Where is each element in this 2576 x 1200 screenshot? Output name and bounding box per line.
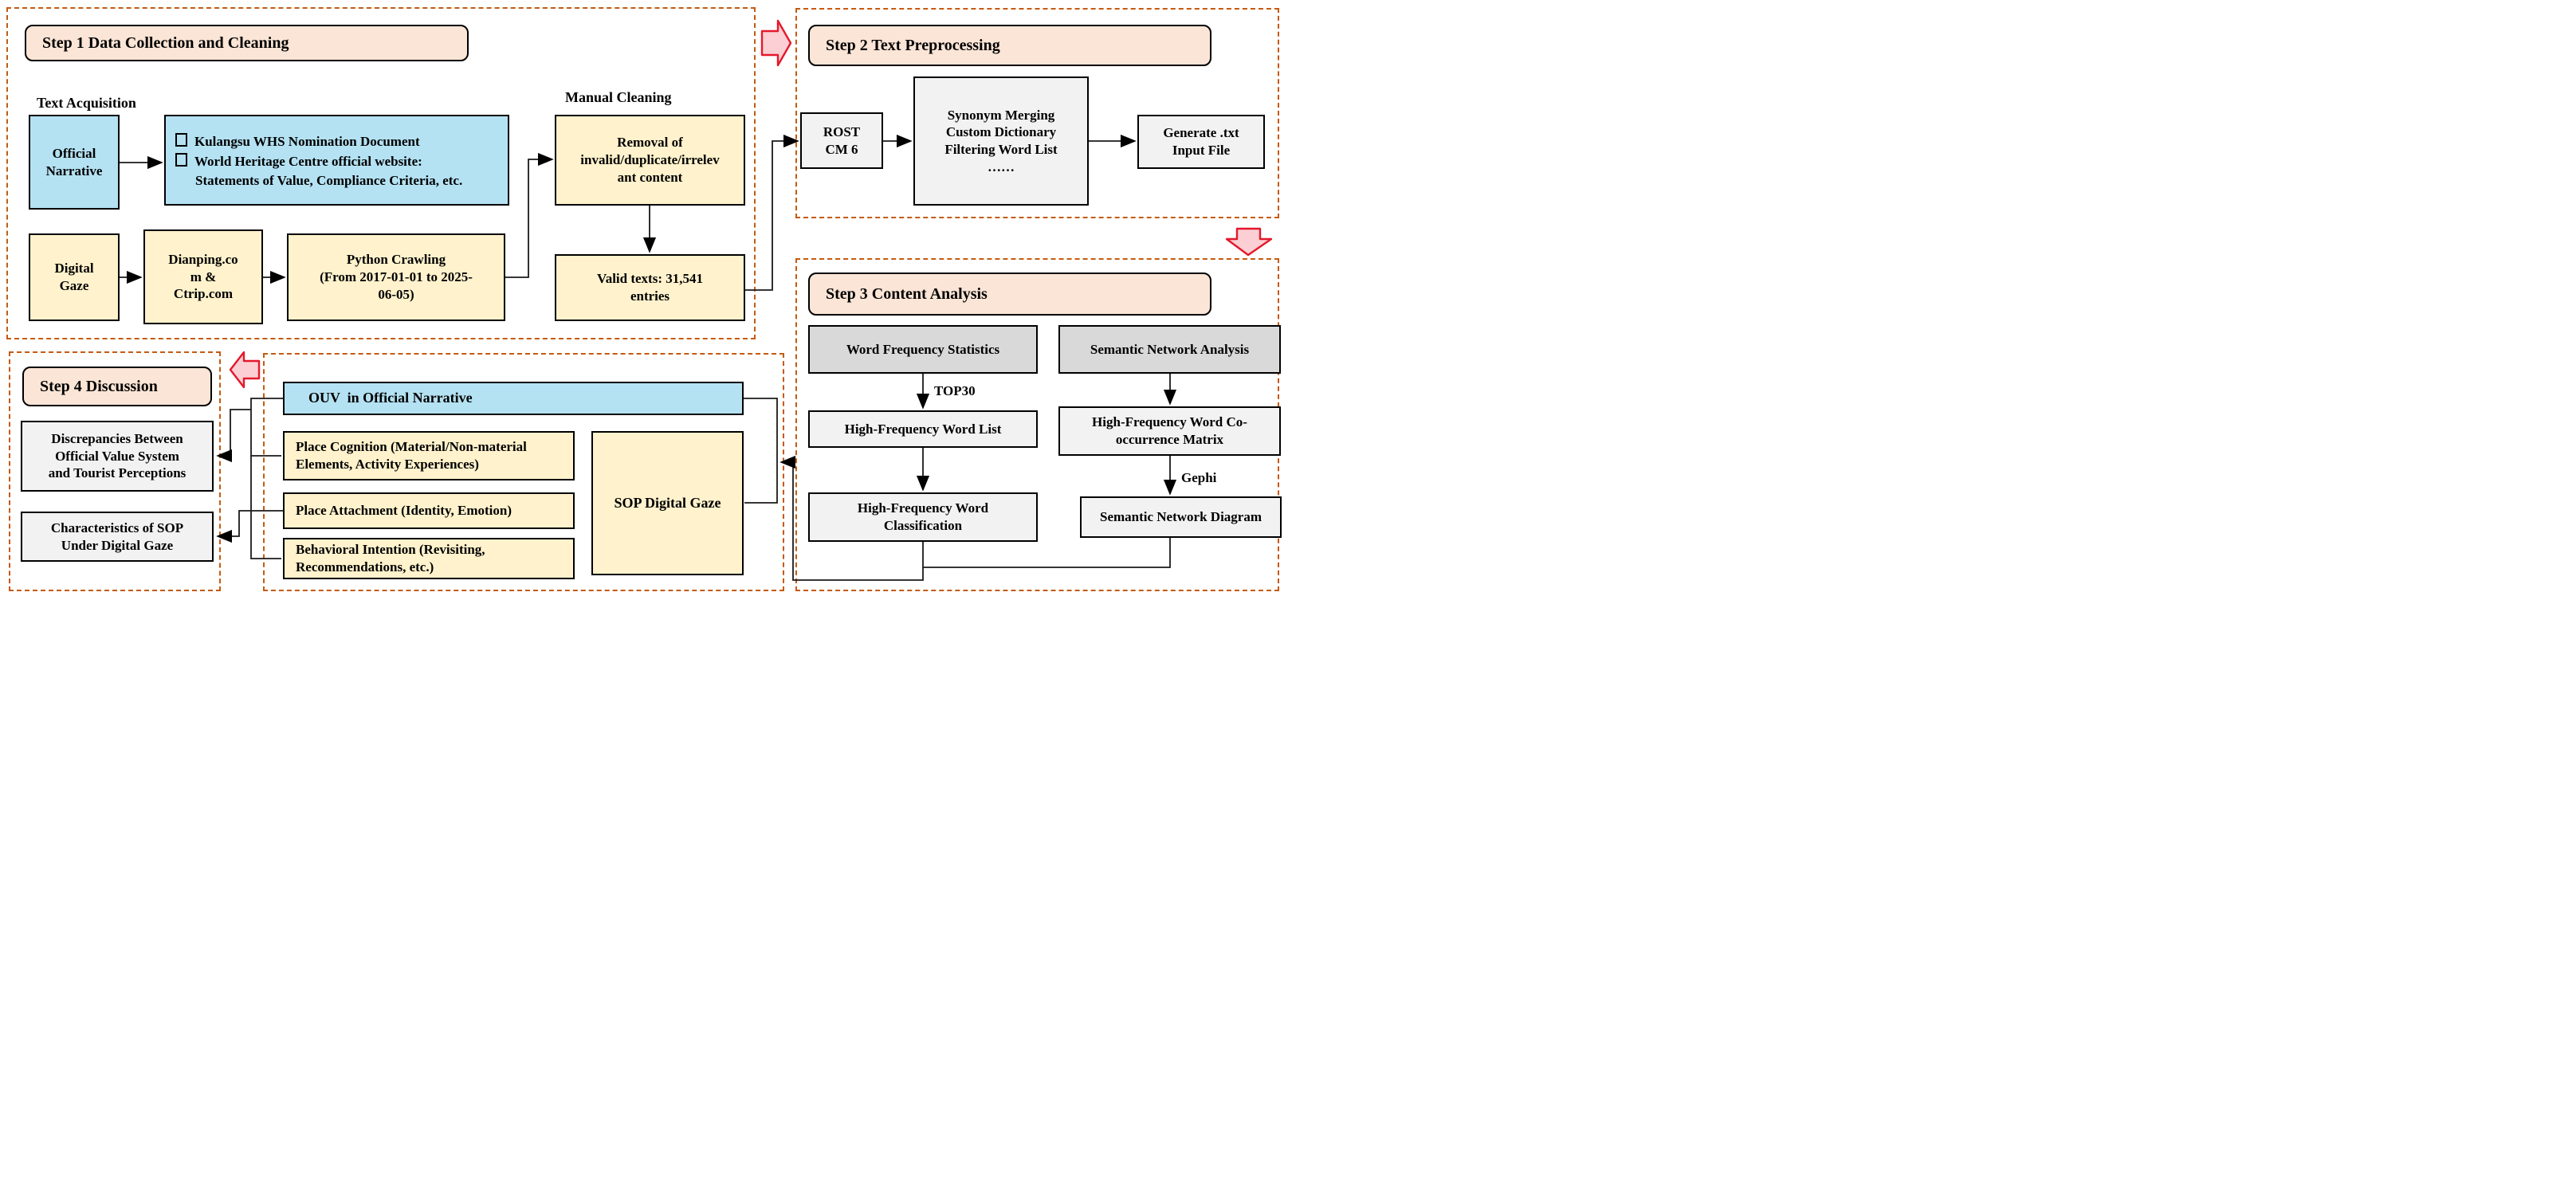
synonym-box: Synonym Merging Custom Dictionary Filter… [913, 76, 1089, 206]
discrepancies-box: Discrepancies Between Official Value Sys… [21, 421, 214, 492]
source-item-label: World Heritage Centre official website: [194, 153, 422, 169]
generate-box: Generate .txt Input File [1137, 115, 1265, 169]
source-item-label: Kulangsu WHS Nomination Document [194, 134, 420, 150]
characteristics-box: Characteristics of SOP Under Digital Gaz… [21, 512, 214, 562]
removal-box: Removal of invalid/duplicate/irrelev ant… [555, 115, 745, 206]
matrix-box: High-Frequency Word Co- occurrence Matri… [1058, 406, 1281, 456]
connector-lines [120, 19, 1273, 581]
word-list-box: High-Frequency Word List [808, 410, 1038, 448]
classification-box: High-Frequency Word Classification [808, 492, 1038, 542]
source-item: Kulangsu WHS Nomination Document [175, 132, 503, 152]
source-item: World Heritage Centre official website: [175, 152, 503, 172]
sources-box: Kulangsu WHS Nomination Document World H… [164, 115, 509, 206]
valid-texts-box: Valid texts: 31,541 entries [555, 254, 745, 321]
ouv-box: OUV in Official Narrative [283, 382, 744, 415]
step1-container [6, 7, 756, 339]
flow-arrow-left-icon [229, 351, 261, 389]
step4-title: Step 4 Discussion [22, 367, 212, 406]
semantic-analysis-box: Semantic Network Analysis [1058, 325, 1281, 374]
step1-title: Step 1 Data Collection and Cleaning [25, 25, 469, 61]
flow-arrow-right-icon [760, 19, 792, 67]
official-narrative-box: Official Narrative [29, 115, 120, 210]
source-item-continuation: Statements of Value, Compliance Criteria… [195, 173, 463, 189]
python-crawling-box: Python Crawling (From 2017-01-01 to 2025… [287, 233, 505, 321]
checkbox-bullet-icon [175, 152, 187, 167]
label-top30: TOP30 [934, 383, 976, 398]
label-text-acquisition: Text Acquisition [37, 95, 136, 111]
step3-title: Step 3 Content Analysis [808, 273, 1211, 316]
label-gephi: Gephi [1181, 470, 1217, 485]
behavioral-intention-box: Behavioral Intention (Revisiting, Recomm… [283, 538, 575, 579]
place-cognition-box: Place Cognition (Material/Non-material E… [283, 431, 575, 480]
word-frequency-box: Word Frequency Statistics [808, 325, 1038, 374]
step2-title: Step 2 Text Preprocessing [808, 25, 1211, 66]
sop-box: SOP Digital Gaze [591, 431, 744, 575]
label-manual-cleaning: Manual Cleaning [565, 89, 672, 105]
platforms-box: Dianping.co m & Ctrip.com [143, 229, 263, 324]
step2-container [795, 8, 1279, 218]
digital-gaze-box: Digital Gaze [29, 233, 120, 321]
flow-arrow-down-icon [1225, 227, 1273, 257]
methodology-flowchart: Step 1 Data Collection and Cleaning Text… [0, 0, 1288, 600]
middle-container [263, 353, 784, 591]
rost-box: ROST CM 6 [800, 112, 883, 169]
step4-container [9, 351, 221, 591]
checkbox-bullet-icon [175, 133, 187, 147]
network-diagram-box: Semantic Network Diagram [1080, 496, 1282, 538]
place-attachment-box: Place Attachment (Identity, Emotion) [283, 492, 575, 529]
